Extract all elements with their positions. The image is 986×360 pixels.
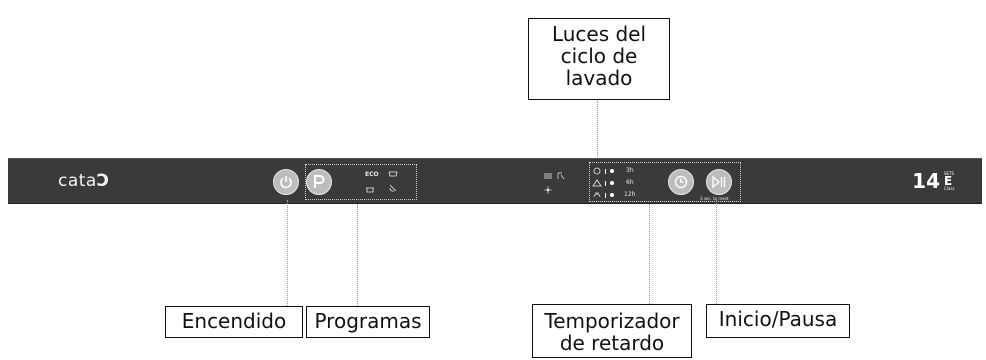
rinse-stage-icon [592,179,602,187]
salt-indicator-icon [544,173,552,179]
control-panel: cataϽ ECO [8,158,982,204]
energy-class-value: E [944,174,953,188]
delay-6h-light [610,181,614,185]
energy-class-badge: SETS E Class [944,172,958,191]
start-pause-button[interactable] [706,169,732,195]
start-reset-hint: 3 sec. to reset [700,196,729,201]
rinse-aid-indicator-icon [557,172,565,180]
program-quick-icon [389,184,397,192]
delay-6h-label: 6h [626,179,634,186]
delay-timer-leader [649,204,650,304]
brand-logo: cataϽ [58,171,109,191]
delay-12h-label: 12h [624,191,636,198]
start-pause-leader [716,200,717,304]
clock-icon [674,175,688,189]
delay-group-box [589,162,741,202]
sun-indicator-icon [544,186,552,194]
dry-stage-icon [593,192,601,198]
programs-group-box [305,164,417,200]
delay-3h-label: 3h [626,167,634,174]
energy-sets-label: SETS [944,171,955,176]
delay-timer-button[interactable] [668,169,694,195]
wash-stage-icon [593,167,601,175]
delay-timer-callout: Temporizador de retardo [532,304,692,358]
capacity-value: 14 [912,169,940,193]
brand-name: cata [58,171,97,191]
rinse-light-bar [605,181,606,186]
programs-callout: Programas [306,306,430,338]
power-icon [280,176,292,189]
brand-mark-icon: Ͻ [96,171,110,191]
delay-12h-light [610,193,614,197]
program-pot-icon [366,187,374,193]
delay-3h-light [610,169,614,173]
power-callout: Encendido [165,306,303,338]
program-p-icon [314,175,325,188]
wash-cycle-lights-leader [597,101,598,163]
wash-cycle-lights-callout: Luces del ciclo de lavado [528,18,670,100]
power-leader [287,200,288,306]
dry-light-bar [605,193,606,198]
program-button[interactable] [306,169,332,195]
wash-light-bar [605,169,606,174]
start-pause-callout: Inicio/Pausa [706,304,850,338]
programs-leader [357,204,358,306]
program-bowl-icon [388,171,398,177]
energy-class-label: Class [944,186,955,191]
play-pause-icon [712,175,726,189]
power-button[interactable] [273,169,299,195]
program-eco-label: ECO [365,171,379,178]
